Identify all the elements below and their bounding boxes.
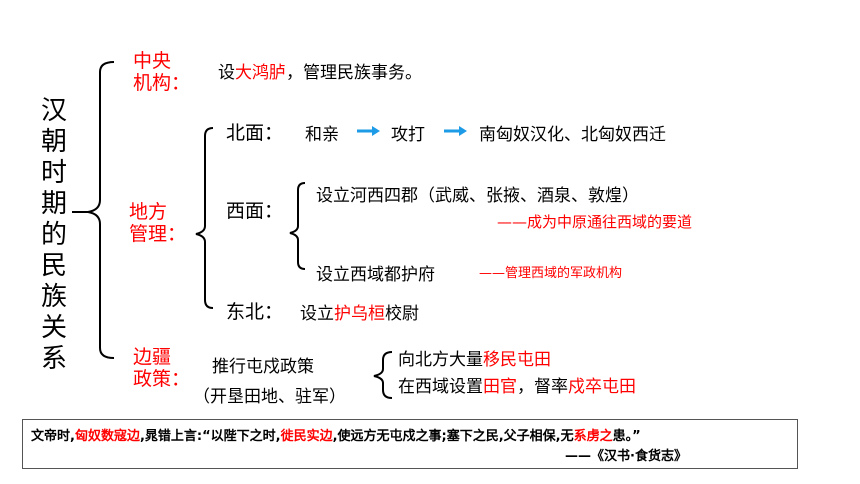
northeast-post: 校尉 [385,304,419,324]
quote-box [22,419,798,469]
central-post: ，管理民族事务。 [286,63,422,83]
border-label: 边疆 政策： [133,346,190,390]
quote-p2: ,晁错上言:“以陛下之时, [139,429,281,444]
quote-text: 文帝时,匈奴数寇边,晁错上言:“以陛下之时,徙民实边,使远方无屯戍之事;塞下之民… [31,425,641,444]
north-step2: 攻打 [391,125,425,145]
quote-p1: 文帝时, [31,429,75,444]
west-item2-note: ——管理西域的军政机构 [479,266,623,281]
quote-source: ——《汉书·食货志》 [565,449,687,464]
central-text: 设大鸿胪，管理民族事务。 [218,58,422,83]
quote-p4: 患。” [612,429,641,444]
border-policy: 推行屯戍政策 [212,357,314,377]
quote-h2: 徙民实边 [280,429,333,444]
border-item2-pre: 在西域设置 [398,377,483,397]
west-item1: 设立河西四郡（武威、张掖、酒泉、敦煌） [316,186,639,206]
border-item1-highlight: 移民屯田 [483,350,551,370]
west-item1-note: ——成为中原通往西域的要道 [497,213,693,231]
north-step1: 和亲 [305,125,339,145]
border-item2: 在西域设置田官，督率戍卒屯田 [398,372,636,397]
border-bracket [373,351,393,399]
border-label-line2: 政策： [133,368,191,390]
diagram-title: 汉朝时期的民族关系 [40,96,67,374]
quote-h1: 匈奴数寇边 [74,429,140,444]
central-pre: 设 [218,63,235,83]
local-bracket [195,127,214,309]
local-label: 地方 管理： [129,201,186,245]
central-label-line2: 机构： [133,72,191,94]
west-label: 西面： [226,200,284,222]
central-highlight: 大鸿胪 [235,63,286,83]
north-step3: 南匈奴汉化、北匈奴西迁 [479,125,666,145]
central-label: 中央 机构： [133,50,190,94]
border-policy-note: （开垦田地、驻军） [193,387,346,407]
west-bracket [289,182,306,270]
local-label-line1: 地方 [129,201,168,223]
northeast-text: 设立护乌桓校尉 [300,299,419,324]
central-label-line1: 中央 [133,50,172,72]
northeast-pre: 设立 [300,304,334,324]
border-item2-highlight2: 戍卒屯田 [568,377,636,397]
west-item2: 设立西域都护府 [316,265,435,285]
arrow-icon-1 [357,126,380,136]
local-label-line2: 管理： [129,223,187,245]
northeast-highlight: 护乌桓 [334,304,385,324]
arrow-icon-2 [444,126,467,136]
main-bracket [87,61,115,359]
quote-p3: ,使远方无屯戍之事;塞下之民,父子相保,无 [332,429,574,444]
border-item2-mid: ，督率 [517,377,568,397]
border-item1-pre: 向北方大量 [398,350,483,370]
border-label-line1: 边疆 [133,346,172,368]
border-item1: 向北方大量移民屯田 [398,345,551,370]
quote-h3: 系虏之 [573,429,613,444]
northeast-label: 东北： [226,301,284,323]
border-item2-highlight1: 田官 [483,377,517,397]
north-label: 北面： [226,122,284,144]
